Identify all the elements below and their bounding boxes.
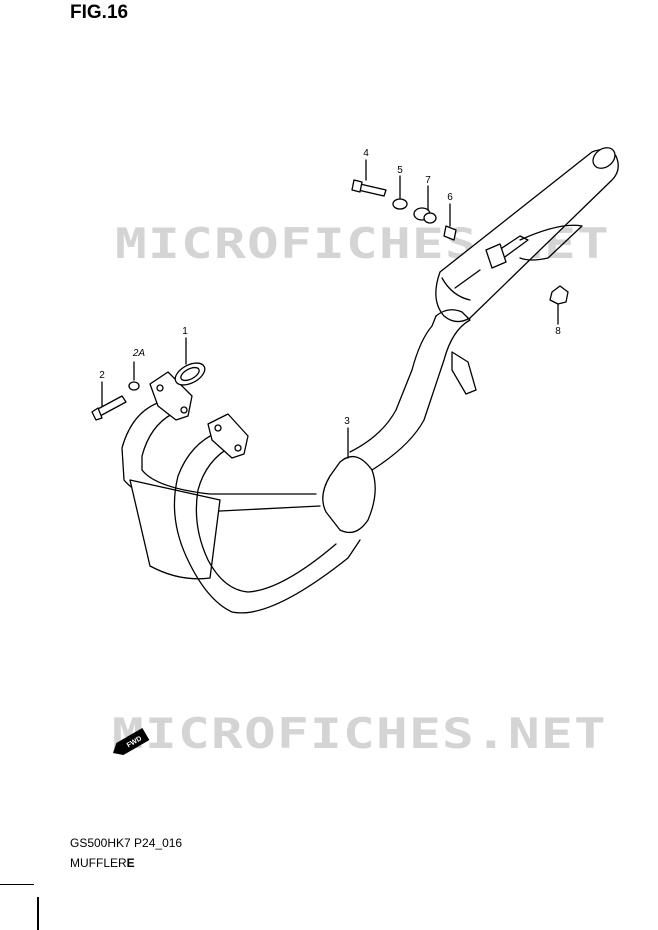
diagram-name: MUFFLERE <box>70 856 135 870</box>
muffler-canister <box>435 147 619 323</box>
washer-2a <box>128 381 140 391</box>
header-bolt <box>91 395 127 421</box>
crossover-shield <box>129 479 221 580</box>
muffler-bolt <box>351 179 387 197</box>
spec-symbol: E <box>126 856 135 870</box>
exhaust-flange-upper <box>149 371 193 421</box>
nut-8 <box>549 285 569 305</box>
exhaust-flange-lower <box>207 413 249 459</box>
callout-7: 7 <box>425 175 431 186</box>
crop-mark-vertical <box>37 897 39 930</box>
exhaust-gasket <box>174 362 206 386</box>
callout-4: 4 <box>363 148 369 159</box>
callout-5: 5 <box>397 165 403 176</box>
diagram-name-text: MUFFLER <box>70 856 127 870</box>
callout-8: 8 <box>555 326 561 337</box>
forward-badge: FWD <box>112 727 150 756</box>
callout-2a: 2A <box>132 348 146 359</box>
header-pipe-b <box>173 431 361 614</box>
cushion-7 <box>413 207 437 224</box>
figure-title: FIG.16 <box>70 2 129 23</box>
callout-1: 1 <box>182 326 188 337</box>
washer-5 <box>392 198 408 210</box>
collector <box>322 455 376 534</box>
exhaust-pipe-main <box>349 309 471 477</box>
watermark-bottom: MICROFICHES.NET <box>112 709 607 758</box>
callout-3: 3 <box>344 416 350 427</box>
diagram-code: GS500HK7 P24_016 <box>70 836 183 850</box>
collar-6 <box>443 225 457 241</box>
callout-2: 2 <box>99 370 105 381</box>
callout-6: 6 <box>447 192 453 203</box>
muffler-bracket <box>451 351 477 395</box>
crop-mark-horizontal <box>0 884 34 885</box>
